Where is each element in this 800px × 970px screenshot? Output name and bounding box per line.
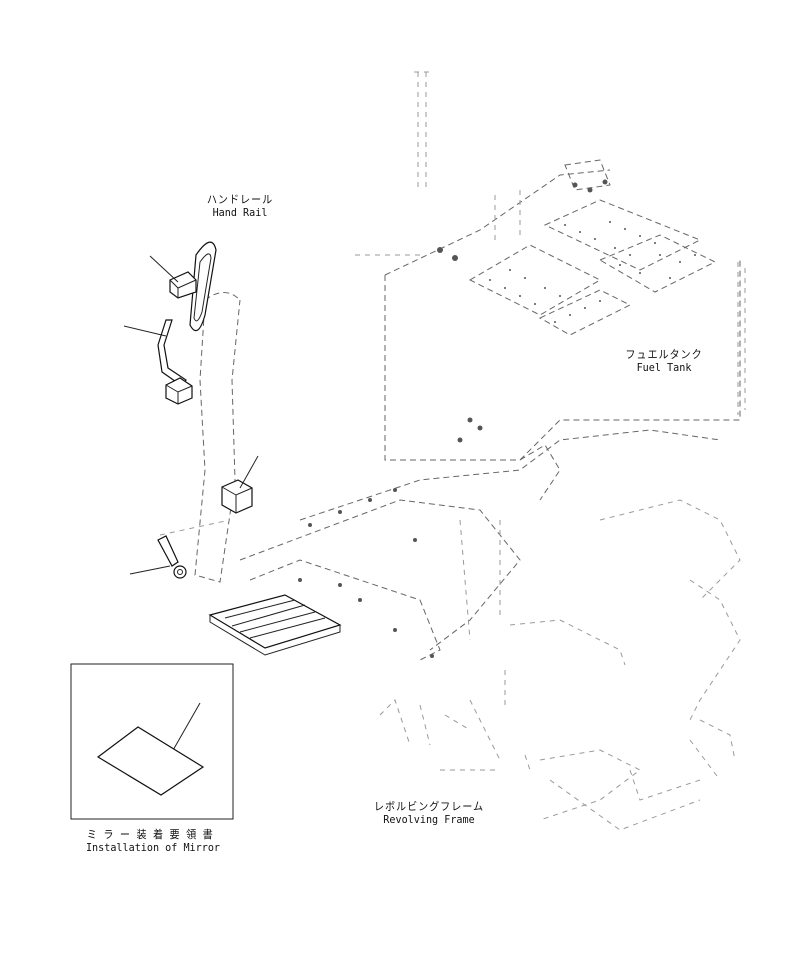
stay-clamp: [165, 377, 193, 405]
revolving-frame-label-jp: レボルビングフレーム: [373, 800, 485, 813]
mounting-bolt: [157, 535, 179, 567]
mirror-stay: [157, 319, 187, 387]
machine-outline: [194, 71, 746, 831]
installation-label-jp: ミラー装着要領書: [86, 828, 220, 841]
hand-rail-label-jp: ハンドレール: [206, 193, 274, 206]
fuel-tank-label-en: Fuel Tank: [636, 361, 692, 374]
installation-label-en: Installation of Mirror: [85, 841, 221, 854]
fuel-tank-label: フュエルタンク Fuel Tank: [612, 348, 715, 374]
revolving-frame-label-en: Revolving Frame: [383, 813, 475, 826]
hand-rail-label: ハンドレール Hand Rail: [199, 193, 282, 219]
revolving-frame-label: レボルビングフレーム Revolving Frame: [360, 800, 498, 826]
mirror-holder: [169, 271, 197, 299]
instruction-sheet: [96, 726, 205, 796]
mirror-assembly: [157, 241, 253, 579]
rail-clamp: [221, 479, 253, 514]
installation-inset: [70, 663, 234, 820]
leader-lines: [123, 255, 259, 753]
fuel-tank-label-jp: フュエルタンク: [625, 348, 703, 361]
hand-rail-label-en: Hand Rail: [212, 206, 268, 219]
installation-label: ミラー装着要領書 Installation of Mirror: [63, 828, 243, 854]
